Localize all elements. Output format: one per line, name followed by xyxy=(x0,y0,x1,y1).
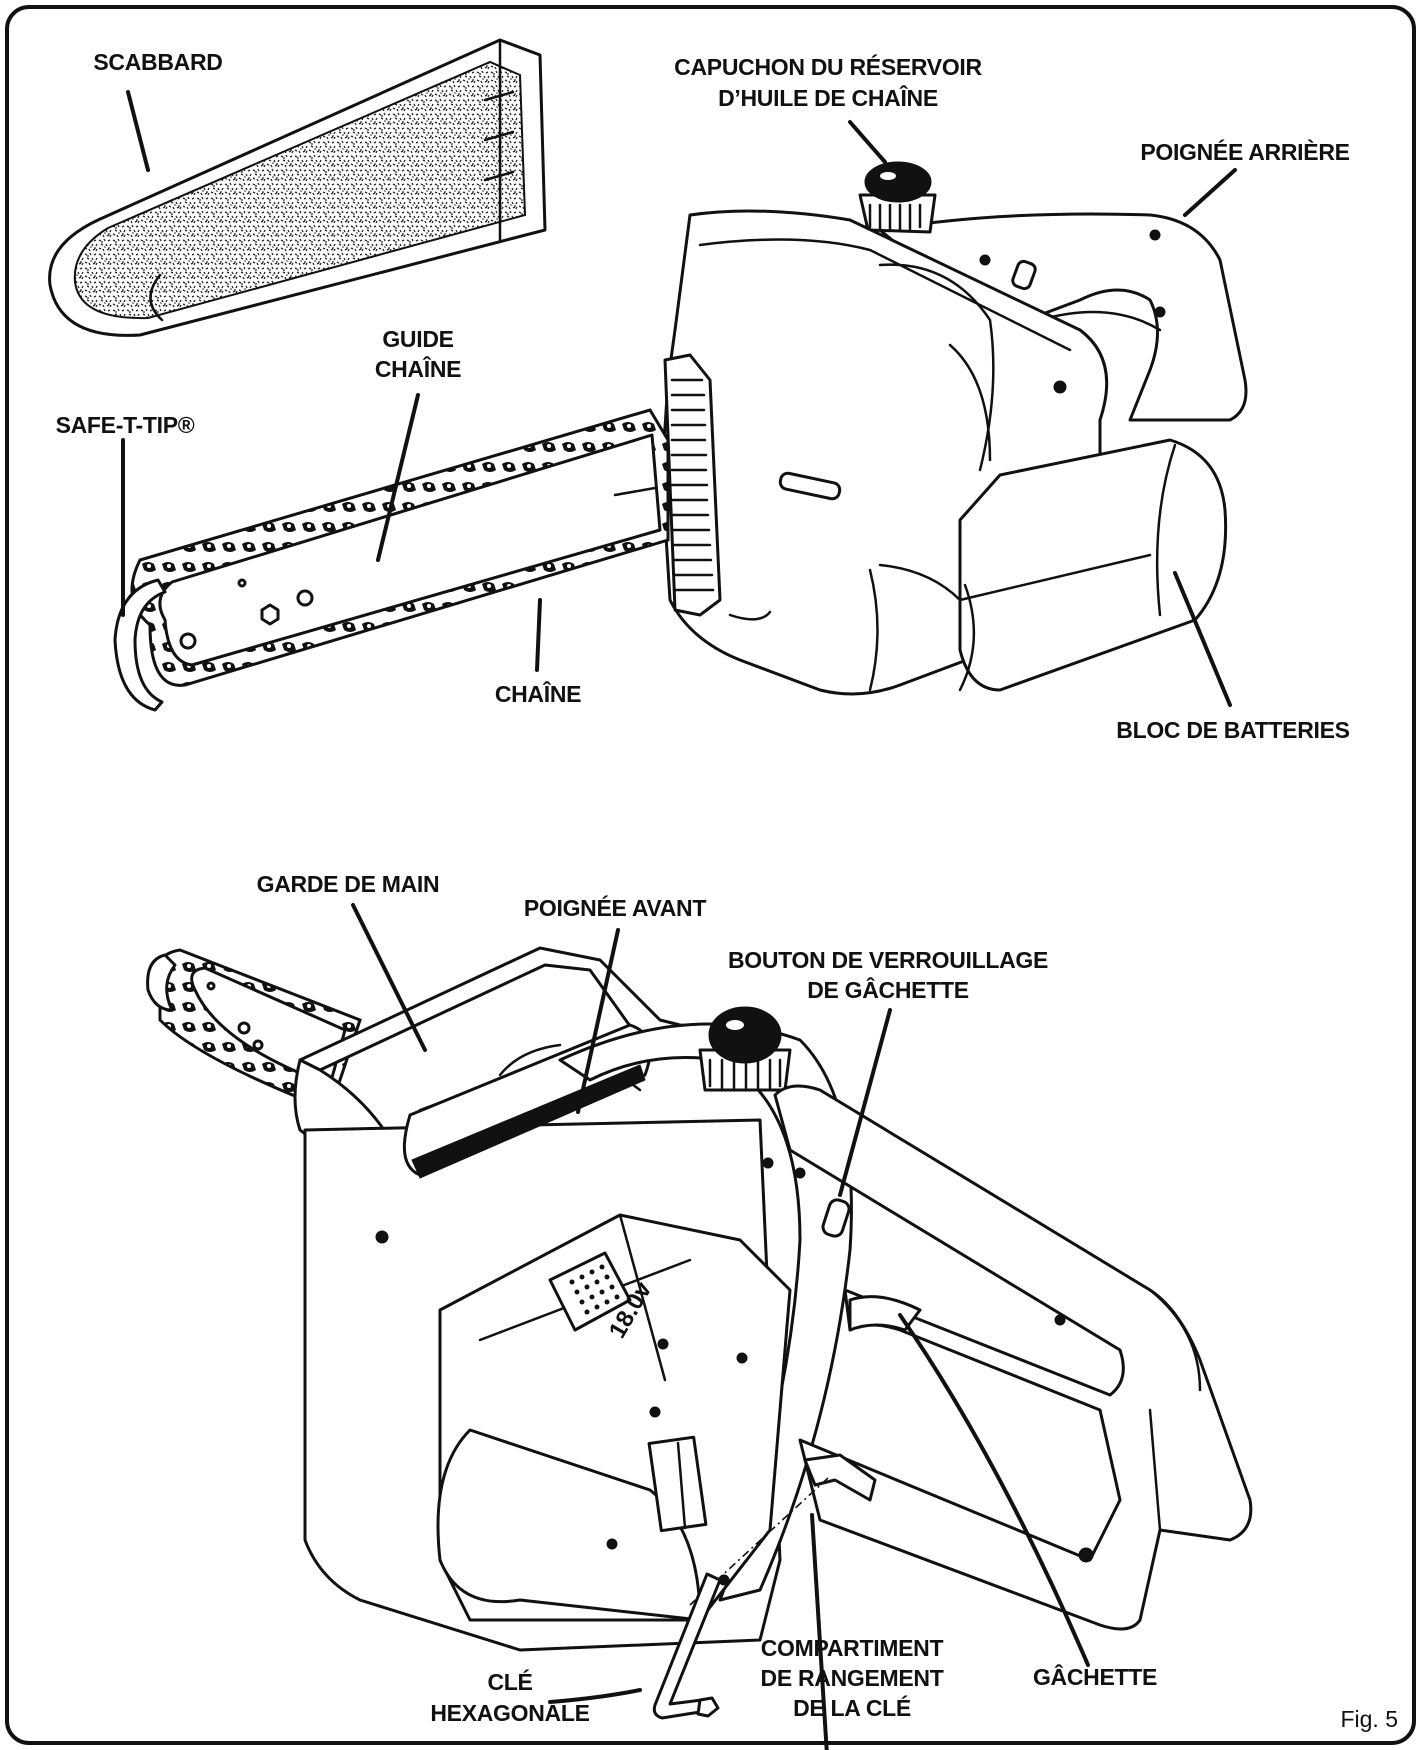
bottom-view: 18.0v GARD xyxy=(146,871,1253,1750)
chainsaw-body-top xyxy=(662,161,1248,696)
oil-cap-bottom xyxy=(698,1006,792,1092)
label-lockout-line-1: BOUTON DE VERROUILLAGE xyxy=(728,947,1048,973)
label-key-storage-line-3: DE LA CLÉ xyxy=(793,1694,911,1721)
label-key-storage-line-1: COMPARTIMENT xyxy=(761,1635,944,1661)
label-scabbard: SCABBARD xyxy=(93,49,222,75)
top-view: SCABBARD CAPUCHON DU RÉSERVOIR D’HUILE D… xyxy=(48,38,1350,743)
label-guide-bar-line-1: GUIDE xyxy=(382,326,453,352)
label-trigger: GÂCHETTE xyxy=(1033,1663,1157,1690)
label-hand-guard: GARDE DE MAIN xyxy=(257,871,440,897)
label-key-storage-line-2: DE RANGEMENT xyxy=(761,1665,944,1691)
label-chain: CHAÎNE xyxy=(495,680,581,707)
battery-pack-bottom: 18.0v xyxy=(436,1213,792,1622)
figure-number: Fig. 5 xyxy=(1340,1706,1398,1732)
label-battery-pack: BLOC DE BATTERIES xyxy=(1116,717,1349,743)
figure-border xyxy=(5,5,1416,1745)
label-hex-key-line-2: HEXAGONALE xyxy=(430,1700,589,1726)
hex-key xyxy=(652,1572,722,1720)
label-rear-handle: POIGNÉE ARRIÈRE xyxy=(1140,138,1349,165)
oil-cap xyxy=(858,161,937,234)
label-safe-t-tip: SAFE-T-TIP® xyxy=(56,412,195,438)
label-lockout-line-2: DE GÂCHETTE xyxy=(807,976,969,1003)
guide-bar-top xyxy=(113,408,670,712)
label-oil-cap-line-2: D’HUILE DE CHAÎNE xyxy=(718,84,938,111)
label-guide-bar-line-2: CHAÎNE xyxy=(375,355,461,382)
scabbard-illustration xyxy=(48,38,547,337)
chainsaw-body-bottom: 18.0v xyxy=(303,1006,1253,1652)
safe-t-tip xyxy=(113,578,167,712)
label-hex-key-line-1: CLÉ xyxy=(487,1668,532,1695)
label-front-handle: POIGNÉE AVANT xyxy=(524,894,706,921)
label-oil-cap-line-1: CAPUCHON DU RÉSERVOIR xyxy=(674,53,982,80)
battery-pack-top xyxy=(868,438,1228,692)
